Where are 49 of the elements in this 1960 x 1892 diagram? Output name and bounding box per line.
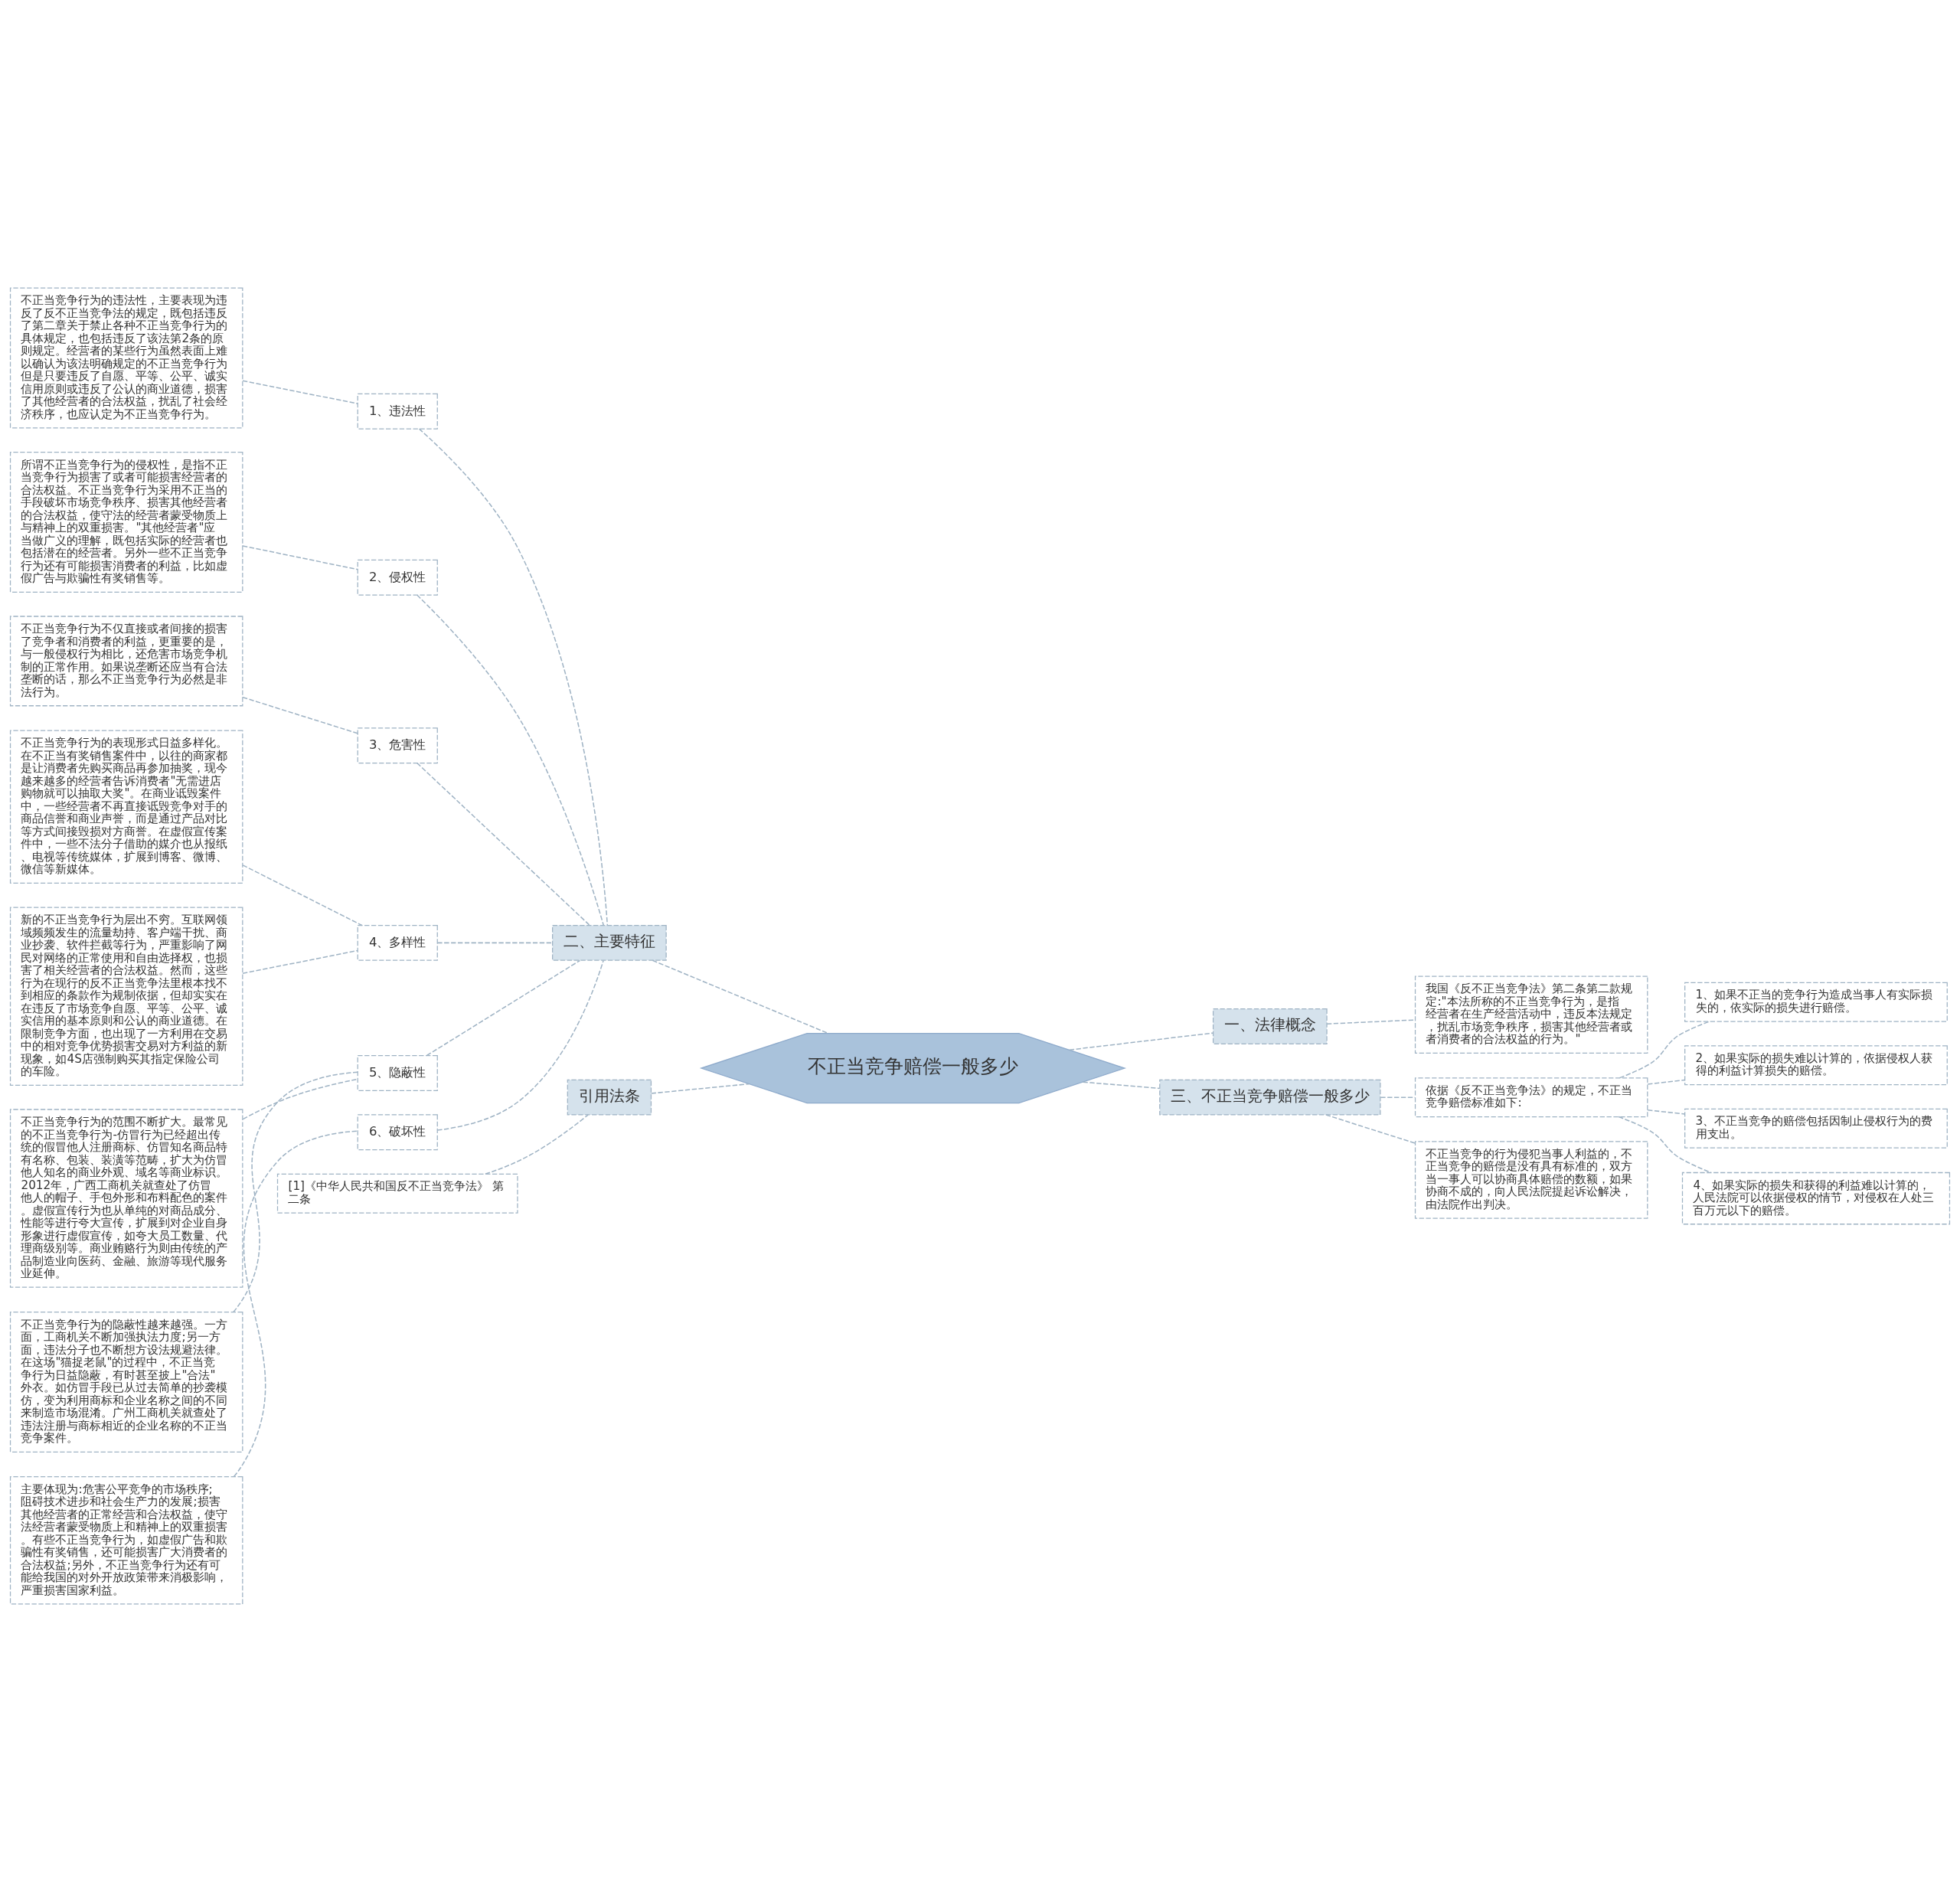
node-box: 5、隐蔽性 — [357, 1054, 438, 1091]
node-box: [1]《中华人民共和国反不正当竞争法》 第二条 — [276, 1173, 518, 1214]
connector — [650, 1083, 750, 1094]
connector — [242, 545, 358, 570]
connector — [436, 959, 604, 1131]
connector — [416, 594, 604, 926]
node-box: 依据《反不正当竞争法》的规定，不正当竞争赔偿标准如下: — [1414, 1077, 1648, 1118]
connector — [485, 1114, 589, 1175]
node-box: 三、不正当竞争赔偿一般多少 — [1159, 1079, 1381, 1116]
node-box: 二、主要特征 — [552, 924, 667, 961]
node-box: 不正当竞争行为的范围不断扩大。最常见的不正当竞争行为-仿冒行为已经超出传统的假冒他人注册商标、仿冒知名商品特有名称、包装、装潢等范畴，扩大为仿冒他人知名的商业外观、域名等商业标识。2012年，广西工商机关就查处了仿冒他人的帽子、手包外形和布料配色的案件。虚假宣传行为也从单纯的对商品成分、性能等进行夸大宣传，扩展到对企业自身形象进行虚假宣传，如夸大员工数量、代理商级别等。商业贿赂行为则由传统的产品制造业向医药、金融、旅游等现代服务业延伸。 — [9, 1109, 243, 1288]
node-box: 4、多样性 — [357, 924, 438, 961]
node-box: 所谓不正当竞争行为的侵权性，是指不正当竞争行为损害了或者可能损害经营者的合法权益。不正当竞争行为采用不正当的手段破坏市场竞争秩序、损害其他经营者的合法权益，使守法的经营者蒙受物质上与精神上的双重损害。"其他经营者"应当做广义的理解，既包括实际的经营者也包括潜在的经营者。另外一些不正当竞争行为还有可能损害消费者的利益，比如虚假广告与欺骗性有奖销售等。 — [9, 451, 243, 593]
connector — [1619, 1021, 1710, 1079]
connector — [1325, 1114, 1416, 1144]
connector — [1647, 1079, 1686, 1085]
connector — [242, 949, 358, 975]
connector — [242, 864, 363, 926]
node-box: 主要体现为:危害公平竞争的市场秩序;阻碍技术进步和社会生产力的发展;损害其他经营者的正常经营和合法权益，使守法经营者蒙受物质上和精神上的双重损害。有些不正当竞争行为，如虚假广告和欺骗性有奖销售，还可能损害广大消费者的合法权益;另外，不正当竞争行为还有可能给我国的对外开放政策带来消极影响，严重损害国家利益。 — [9, 1476, 243, 1605]
connector — [1647, 1109, 1686, 1115]
node-box: 引用法条 — [567, 1079, 652, 1116]
node-box: 3、危害性 — [357, 727, 438, 764]
node-box: 不正当竞争行为的表现形式日益多样化。在不正当有奖销售案件中，以往的商家都是让消费者先购买商品再参加抽奖，现今越来越多的经营者告诉消费者"无需进店购物就可以抽取大奖"。在商业诋毁案件中，一些经营者不再直接诋毁竞争对手的商品信誉和商业声誉，而是通过产品对比等方式间接毁损对方商誉。在虚假宣传案件中，一些不法分子借助的媒介也从报纸、电视等传统媒体，扩展到博客、微博、微信等新媒体。 — [9, 730, 243, 884]
connector — [1082, 1081, 1161, 1090]
connector — [426, 959, 581, 1057]
node-box: 6、破坏性 — [357, 1114, 438, 1151]
connector — [242, 1078, 358, 1120]
node-box: 2、如果实际的损失难以计算的，依据侵权人获得的利益计算损失的赔偿。 — [1684, 1045, 1948, 1086]
connector — [233, 1130, 358, 1478]
connector — [436, 942, 553, 944]
node-box: 1、违法性 — [357, 393, 438, 430]
connector — [242, 696, 358, 734]
node-box: 3、不正当竞争的赔偿包括因制止侵权行为的费用支出。 — [1684, 1108, 1948, 1149]
node-box: 新的不正当竞争行为层出不穷。互联网领域频频发生的流量劫持、客户端干扰、商业抄袭、软件拦截等行为，严重影响了网民对网络的正常使用和自由选择权，也损害了相关经营者的合法权益。然而，这些行为在现行的反不正当竞争法里根本找不到相应的条款作为规制依据，但却实实在在违反了市场竞争自愿、平等、公平、诚实信用的基本原则和公认的商业道德。在限制竞争方面，也出现了一方利用在交易中的相对竞争优势损害交易对方利益的新现象，如4S店强制购买其指定保险公司的车险。 — [9, 907, 243, 1086]
node-box: 不正当竞争行为的违法性，主要表现为违反了反不正当竞争法的规定，既包括违反了第二章关于禁止各种不正当竞争行为的具体规定，也包括违反了该法第2条的原则规定。经营者的某些行为虽然表面上难以确认为该法明确规定的不正当竞争行为但是只要违反了自愿、平等、公平、诚实信用原则或违反了公认的商业道德，损害了其他经营者的合法权益，扰乱了社会经济秩序，也应认定为不正当竞争行为。 — [9, 287, 243, 429]
node-box: 1、如果不正当的竞争行为造成当事人有实际损失的，依实际的损失进行赔偿。 — [1684, 982, 1948, 1022]
node-box: 2、侵权性 — [357, 559, 438, 596]
connector — [418, 428, 609, 926]
connector — [416, 762, 590, 926]
connector — [1069, 1032, 1214, 1051]
node-box: 一、法律概念 — [1212, 1008, 1328, 1044]
node-box: 不正当竞争行为不仅直接或者间接的损害了竞争者和消费者的利益，更重要的是，与一般侵权行为相比，还危害市场竞争机制的正常作用。如果说垄断还应当有合法垄断的话，那么不正当竞争行为必然是非法行为。 — [9, 616, 243, 707]
node-box: 我国《反不正当竞争法》第二条第二款规定:"本法所称的不正当竞争行为，是指经营者在生产经营活动中，违反本法规定，扰乱市场竞争秩序，损害其他经营者或者消费者的合法权益的行为。" — [1414, 975, 1648, 1054]
node-box: 4、如果实际的损失和获得的利益难以计算的，人民法院可以依据侵权的情节，对侵权在人处三百万元以下的赔偿。 — [1681, 1171, 1951, 1225]
node-box: 不正当竞争行为的隐蔽性越来越强。一方面，工商机关不断加强执法力度;另一方面，违法分子也不断想方设法规避法律。在这场"猫捉老鼠"的过程中，不正当竞争行为日益隐蔽，有时甚至披上"合法"外衣。如仿冒手段已从过去简单的抄袭模仿，变为利用商标和企业名称之间的不同来制造市场混淆。广州工商机关就查处了违法注册与商标相近的企业名称的不正当竞争案件。 — [9, 1311, 243, 1452]
connector — [242, 380, 358, 404]
connector — [652, 959, 829, 1034]
node-box: 不正当竞争的行为侵犯当事人利益的，不正当竞争的赔偿是没有具有标准的，双方当一事人可以协商具体赔偿的数额，如果协商不成的，向人民法院提起诉讼解决，由法院作出判决。 — [1414, 1141, 1648, 1219]
connector — [233, 1071, 358, 1313]
